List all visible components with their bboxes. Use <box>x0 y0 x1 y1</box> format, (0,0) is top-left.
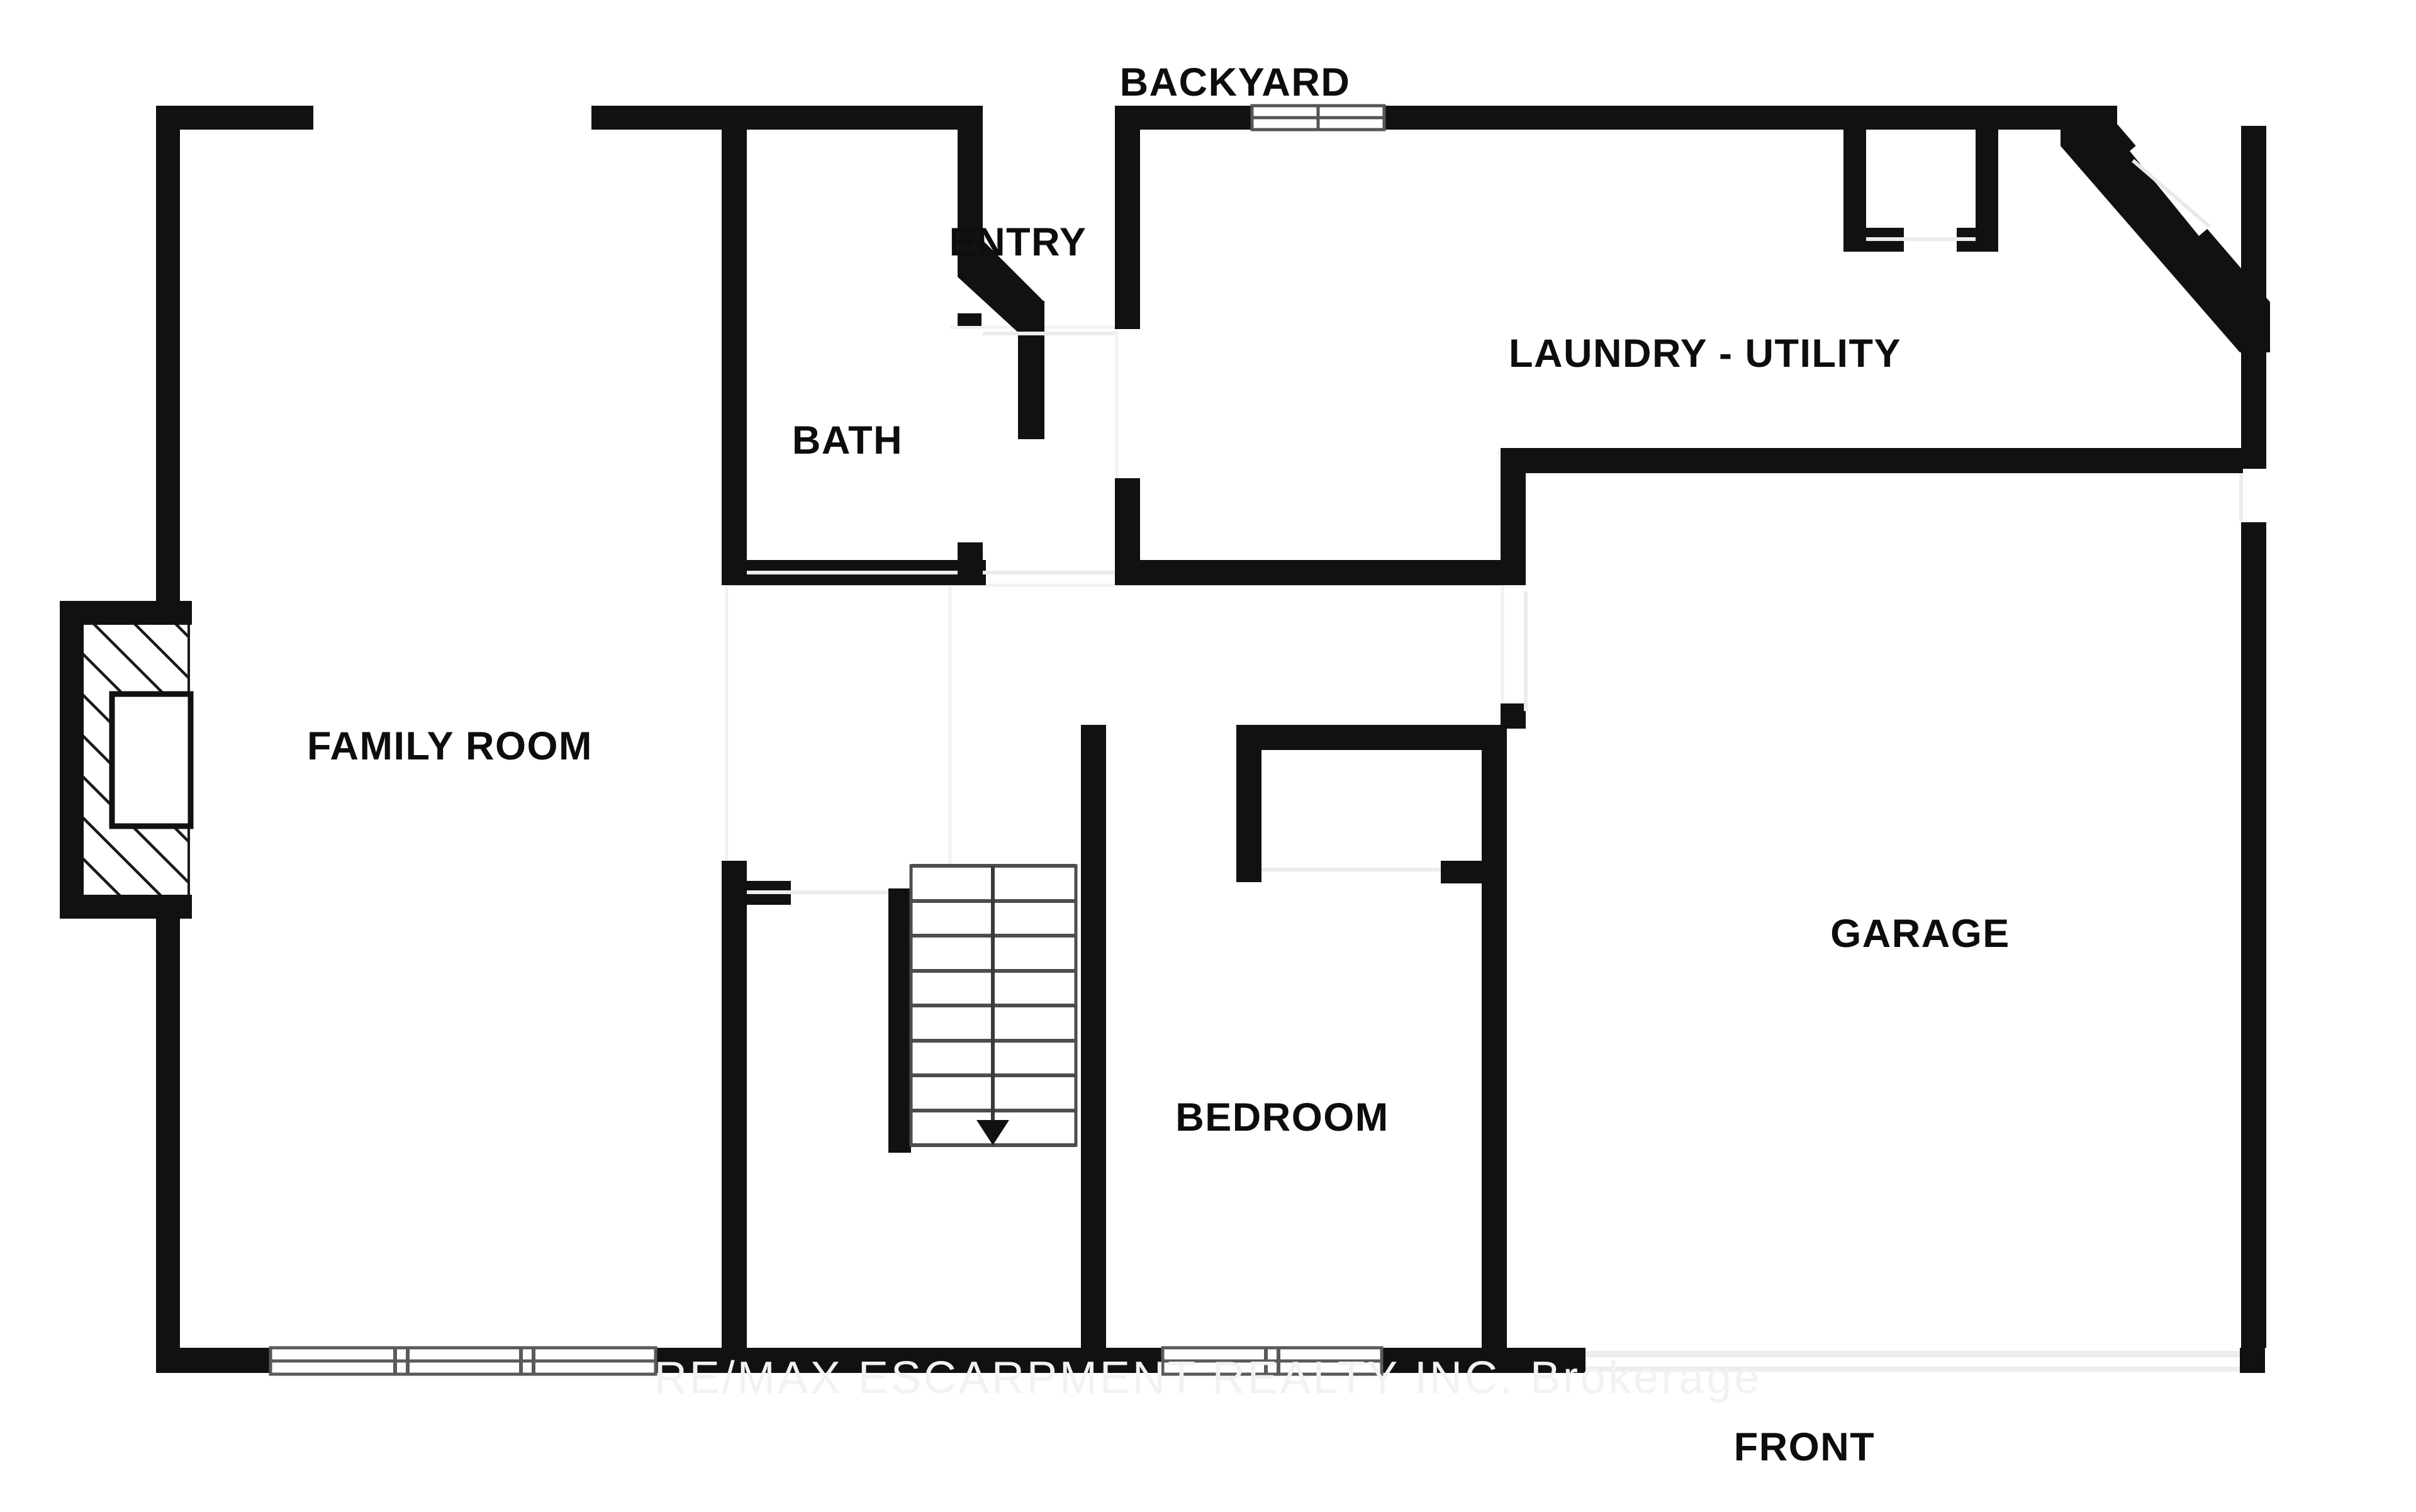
wall-top-bath-right <box>724 106 982 130</box>
wall-hall-right-upper <box>1115 106 1140 329</box>
room-label-bath: BATH <box>791 418 903 462</box>
window-bedroom <box>1161 1346 1384 1376</box>
wall-diagonal-corner <box>2061 106 2270 352</box>
wall-top-bath-left <box>591 106 736 130</box>
garage-overhead-door <box>1586 1351 2240 1372</box>
opening-indicators <box>747 237 2243 894</box>
wall-right-lower <box>2241 522 2266 1348</box>
wall-left-upper <box>156 106 180 609</box>
wall-bath-right-upper <box>958 106 983 263</box>
wall-bath-left <box>722 106 747 584</box>
wall-left-lower <box>156 911 180 1372</box>
wall-bedroom-right <box>1482 725 1507 1354</box>
room-label-bedroom: BEDROOM <box>1175 1095 1389 1140</box>
orientation-label-front: FRONT <box>1733 1425 1876 1469</box>
room-label-laundry-utility: LAUNDRY - UTILITY <box>1509 332 1901 376</box>
window-family-room <box>269 1346 657 1376</box>
wall-closet-right-foot <box>1441 861 1507 883</box>
wall-bottom-garage-right-stub <box>2240 1348 2265 1373</box>
wall-bedroom-left <box>1081 725 1106 1354</box>
orientation-label-backyard: BACKYARD <box>1119 60 1351 104</box>
wall-hall-bottom <box>1115 560 1505 585</box>
wall-top-left <box>156 106 313 130</box>
fireplace <box>60 601 194 919</box>
wall-bath-angle-joint <box>958 313 982 326</box>
wall-closet-top <box>1236 725 1501 750</box>
wall-garage-left-stub <box>1501 703 1526 729</box>
room-label-family-room: FAMILY ROOM <box>306 724 593 768</box>
wall-family-stair-divider <box>722 861 747 1364</box>
wall-stair-left <box>888 888 911 1153</box>
wall-bath-bottom-right-stub <box>958 542 983 585</box>
stair-direction-arrow <box>976 1120 1009 1145</box>
wall-closet-left <box>1236 725 1261 882</box>
wall-top-laundry <box>1384 106 2061 130</box>
wall-laundry-bottom <box>1501 448 2243 473</box>
walls <box>156 104 2270 1373</box>
room-label-entry: ENTRY <box>949 220 1087 264</box>
wall-entry-left <box>1018 301 1044 439</box>
room-label-garage: GARAGE <box>1830 912 2010 956</box>
wall-bottom-left-stub <box>156 1348 276 1373</box>
stairs <box>909 864 1078 1147</box>
